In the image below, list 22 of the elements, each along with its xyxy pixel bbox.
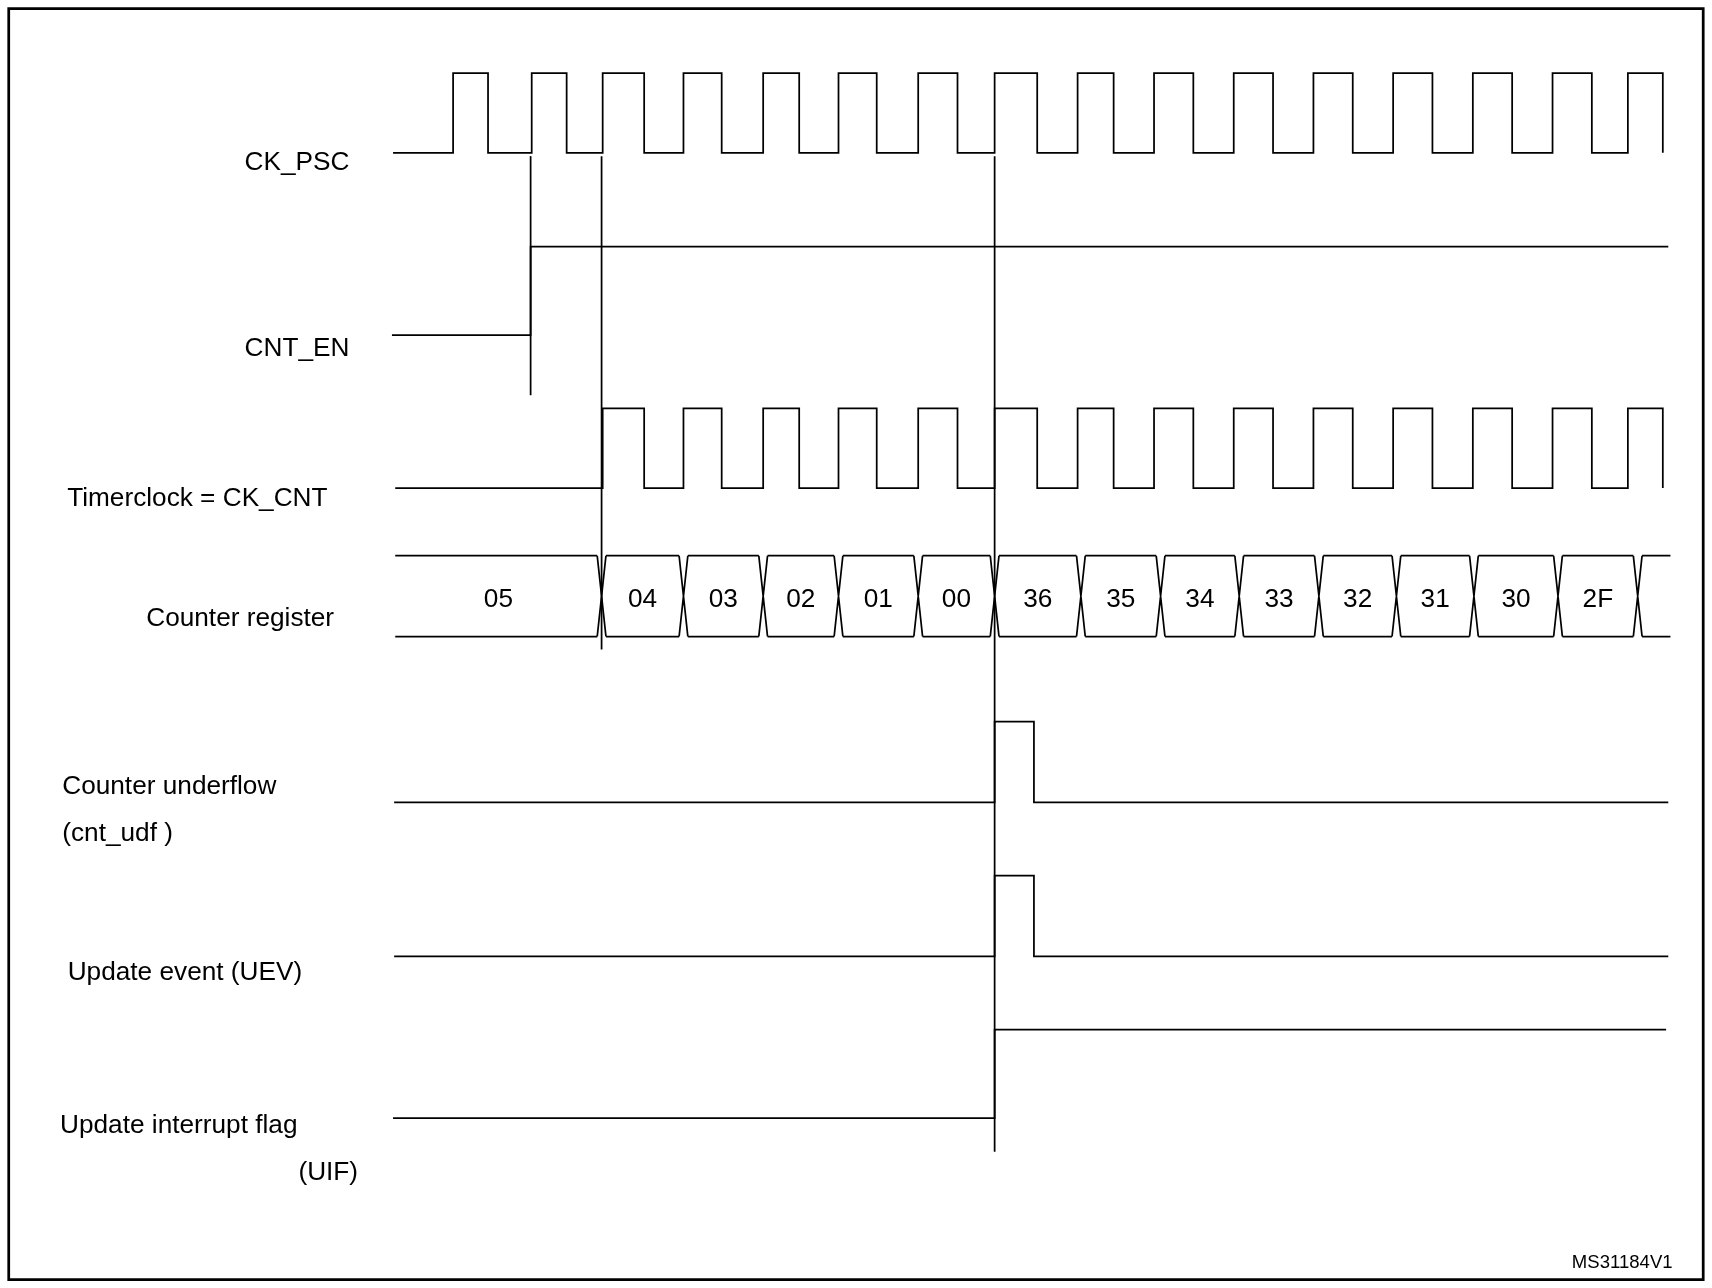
- signal-label: Counter underflow (cnt_udf ): [62, 768, 278, 849]
- bus-value: 32: [1343, 582, 1373, 615]
- bus-value: 36: [1023, 582, 1053, 615]
- signal-label: Update interrupt flag (UIF): [60, 1108, 359, 1188]
- bus-value: 2F: [1582, 582, 1614, 615]
- bus-value: 30: [1501, 582, 1531, 615]
- bus-value: 03: [708, 582, 738, 615]
- bus-value: 00: [941, 582, 971, 615]
- signal-label: Update event (UEV): [67, 955, 303, 988]
- signal-label: Counter register: [146, 600, 335, 634]
- signal-label: CK_PSC: [244, 145, 350, 178]
- figure-id: MS31184V1: [1571, 1250, 1673, 1274]
- signal-label: Timerclock = CK_CNT: [67, 480, 328, 513]
- bus-value: 05: [483, 582, 513, 615]
- bus-value: 34: [1185, 582, 1215, 615]
- bus-value: 31: [1420, 582, 1450, 615]
- bus-value: 33: [1264, 582, 1294, 615]
- signal-label: CNT_EN: [244, 330, 350, 364]
- bus-value: 04: [627, 582, 658, 615]
- bus-value: 01: [863, 582, 893, 615]
- bus-value: 02: [786, 582, 816, 615]
- bus-value: 35: [1106, 582, 1136, 615]
